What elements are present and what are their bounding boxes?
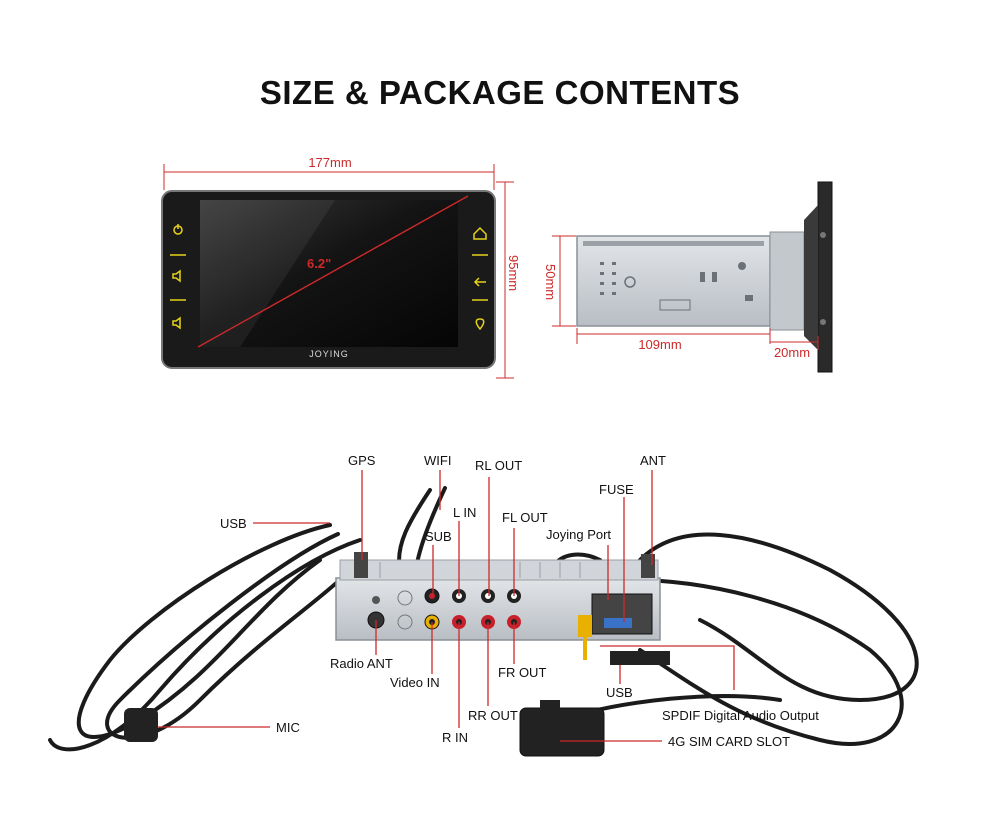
navigation-icon — [475, 318, 485, 331]
video-in-label: Video IN — [390, 675, 440, 690]
panel-depth-label: 20mm — [774, 345, 810, 360]
l-in-label: L IN — [453, 505, 476, 520]
radio-ant-label: Radio ANT — [330, 656, 393, 671]
front-view: JOYING 6.2" 177mm 95mm — [161, 155, 521, 379]
sub-label: SUB — [425, 529, 452, 544]
right-buttons — [472, 226, 488, 331]
gps-label: GPS — [348, 453, 376, 468]
usb-bottom-label: USB — [606, 685, 633, 700]
fuse-label: FUSE — [599, 482, 634, 497]
back-panel-diagram: USB GPS WIFI RL OUT L IN FL OUT SUB Joyi… — [48, 453, 919, 757]
screen-size-label: 6.2" — [307, 256, 331, 271]
volume-down-icon — [172, 316, 181, 330]
r-in-label: R IN — [442, 730, 468, 745]
depth-label: 109mm — [638, 337, 681, 352]
height-label: 95mm — [506, 255, 521, 291]
mounting-bracket — [769, 231, 805, 331]
side-height-dimension — [552, 235, 576, 327]
sim-card-module — [519, 707, 605, 757]
usb-top-label: USB — [220, 516, 247, 531]
ant-connector — [641, 554, 655, 578]
wifi-label: WIFI — [424, 453, 451, 468]
rl-out-label: RL OUT — [475, 458, 522, 473]
video-rca-plug — [578, 615, 592, 637]
height-dimension — [496, 181, 514, 379]
leader-lines — [158, 470, 735, 742]
home-icon — [473, 226, 487, 240]
left-buttons — [170, 224, 186, 330]
panel-profile — [817, 181, 833, 373]
ant-label: ANT — [640, 453, 666, 468]
screen-diagonal — [197, 195, 469, 348]
mic-label: MIC — [276, 720, 300, 735]
rr-out-label: RR OUT — [468, 708, 518, 723]
gps-connector — [354, 552, 368, 578]
brand-logo: JOYING — [309, 349, 349, 359]
back-top-plate — [339, 559, 659, 581]
fl-out-label: FL OUT — [502, 510, 548, 525]
width-dimension — [163, 164, 495, 190]
back-icon — [473, 277, 486, 287]
fuse-block — [604, 618, 632, 628]
side-height-label: 50mm — [543, 264, 558, 300]
sim-slot-label: 4G SIM CARD SLOT — [668, 734, 790, 749]
joying-port-label: Joying Port — [546, 527, 611, 542]
depth-dimension — [576, 328, 819, 350]
mic-plug — [124, 708, 158, 742]
width-label: 177mm — [308, 155, 351, 170]
side-view: 50mm 109mm 20mm — [543, 181, 833, 373]
spdif-label: SPDIF Digital Audio Output — [662, 708, 819, 723]
page-title: SIZE & PACKAGE CONTENTS — [259, 74, 741, 111]
usb-plug — [610, 651, 670, 665]
radio-chassis — [576, 235, 771, 327]
volume-up-icon — [172, 269, 181, 283]
fr-out-label: FR OUT — [498, 665, 546, 680]
